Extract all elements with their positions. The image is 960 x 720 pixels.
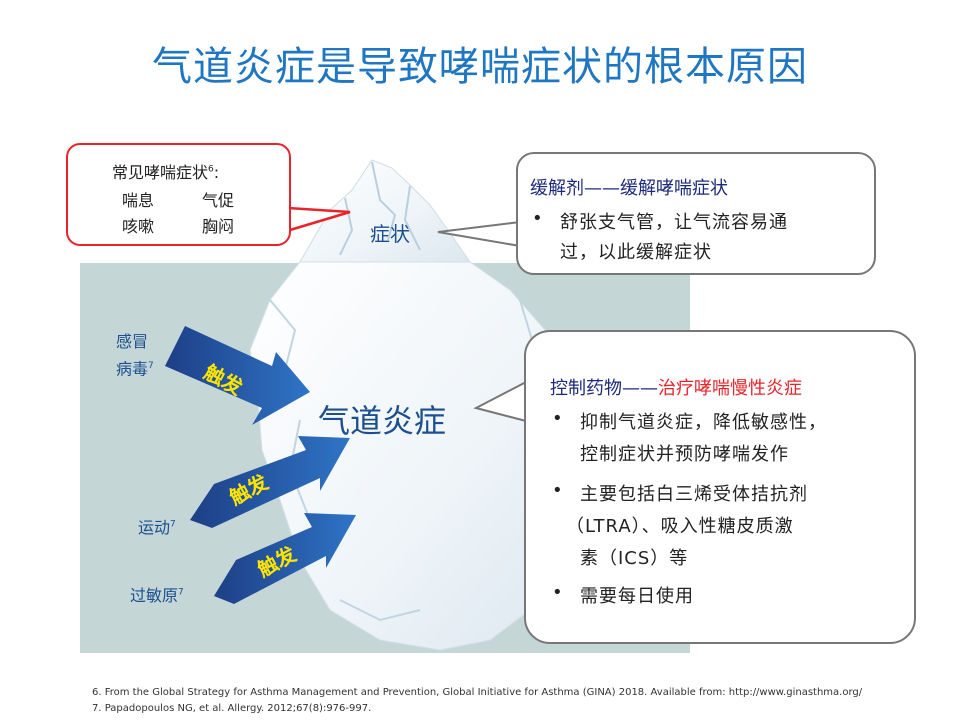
trigger-arrow-1 <box>165 326 310 425</box>
trigger-label-allergen: 过敏原7 <box>130 586 184 605</box>
controller-bullet-2-dot: • <box>552 480 564 501</box>
symptom-chest-tightness: 胸闷 <box>202 217 235 236</box>
controller-bullet-3-line1: 需要每日使用 <box>580 586 694 607</box>
controller-bullet-1-dot: • <box>552 408 564 429</box>
control-box-pointer <box>473 379 531 423</box>
reference-6: 6. From the Global Strategy for Asthma M… <box>92 687 863 698</box>
controller-bullet-1-line1: 抑制气道炎症，降低敏感性， <box>580 412 827 433</box>
symptom-wheezing: 喘息 <box>122 191 155 210</box>
controller-heading: 控制药物——治疗哮喘慢性炎症 <box>550 378 802 399</box>
common-symptoms-callout: 常见哮喘症状6: 喘息 气促 咳嗽 胸闷 <box>66 143 291 246</box>
controller-bullet-2-line1: 主要包括白三烯受体拮抗剂 <box>580 484 808 505</box>
trigger-label-cold-virus: 感冒 病毒7 <box>116 332 154 379</box>
controller-callout: 控制药物——治疗哮喘慢性炎症 • 抑制气道炎症，降低敏感性， 控制症状并预防哮喘… <box>524 330 916 644</box>
symptoms-heading: 常见哮喘症状6: <box>112 163 220 182</box>
reliever-bullet-line1: 舒张支气管，让气流容易通 <box>560 212 788 233</box>
reference-7: 7. Papadopoulos NG, et al. Allergy. 2012… <box>92 703 372 714</box>
symptom-cough: 咳嗽 <box>122 217 155 236</box>
iceberg-tip <box>299 159 471 263</box>
slide-title: 气道炎症是导致哮喘症状的根本原因 <box>152 44 808 90</box>
controller-bullet-1-line2: 控制症状并预防哮喘发作 <box>580 444 789 465</box>
reliever-heading: 缓解剂——缓解哮喘症状 <box>530 178 728 199</box>
references: 6. From the Global Strategy for Asthma M… <box>92 685 862 717</box>
reliever-bullet-line2: 过，以此缓解症状 <box>560 242 712 263</box>
controller-bullet-2-line2: （LTRA）、吸入性糖皮质激 <box>566 516 794 537</box>
controller-bullet-2-line3: 素（ICS）等 <box>580 548 689 569</box>
symptom-box-pointer <box>287 206 351 232</box>
trigger-arrow-3 <box>214 513 356 604</box>
iceberg-body-label: 气道炎症 <box>318 402 447 440</box>
iceberg-tip-label: 症状 <box>370 222 410 246</box>
trigger-arrow-2 <box>190 436 350 528</box>
reliever-bullet-dot: • <box>532 208 544 229</box>
symptom-shortness-of-breath: 气促 <box>202 191 235 210</box>
reliever-callout: 缓解剂——缓解哮喘症状 • 舒张支气管，让气流容易通 过，以此缓解症状 <box>516 152 876 275</box>
relief-box-pointer <box>437 221 521 247</box>
controller-bullet-3-dot: • <box>552 582 564 603</box>
trigger-label-exercise: 运动7 <box>138 518 176 537</box>
